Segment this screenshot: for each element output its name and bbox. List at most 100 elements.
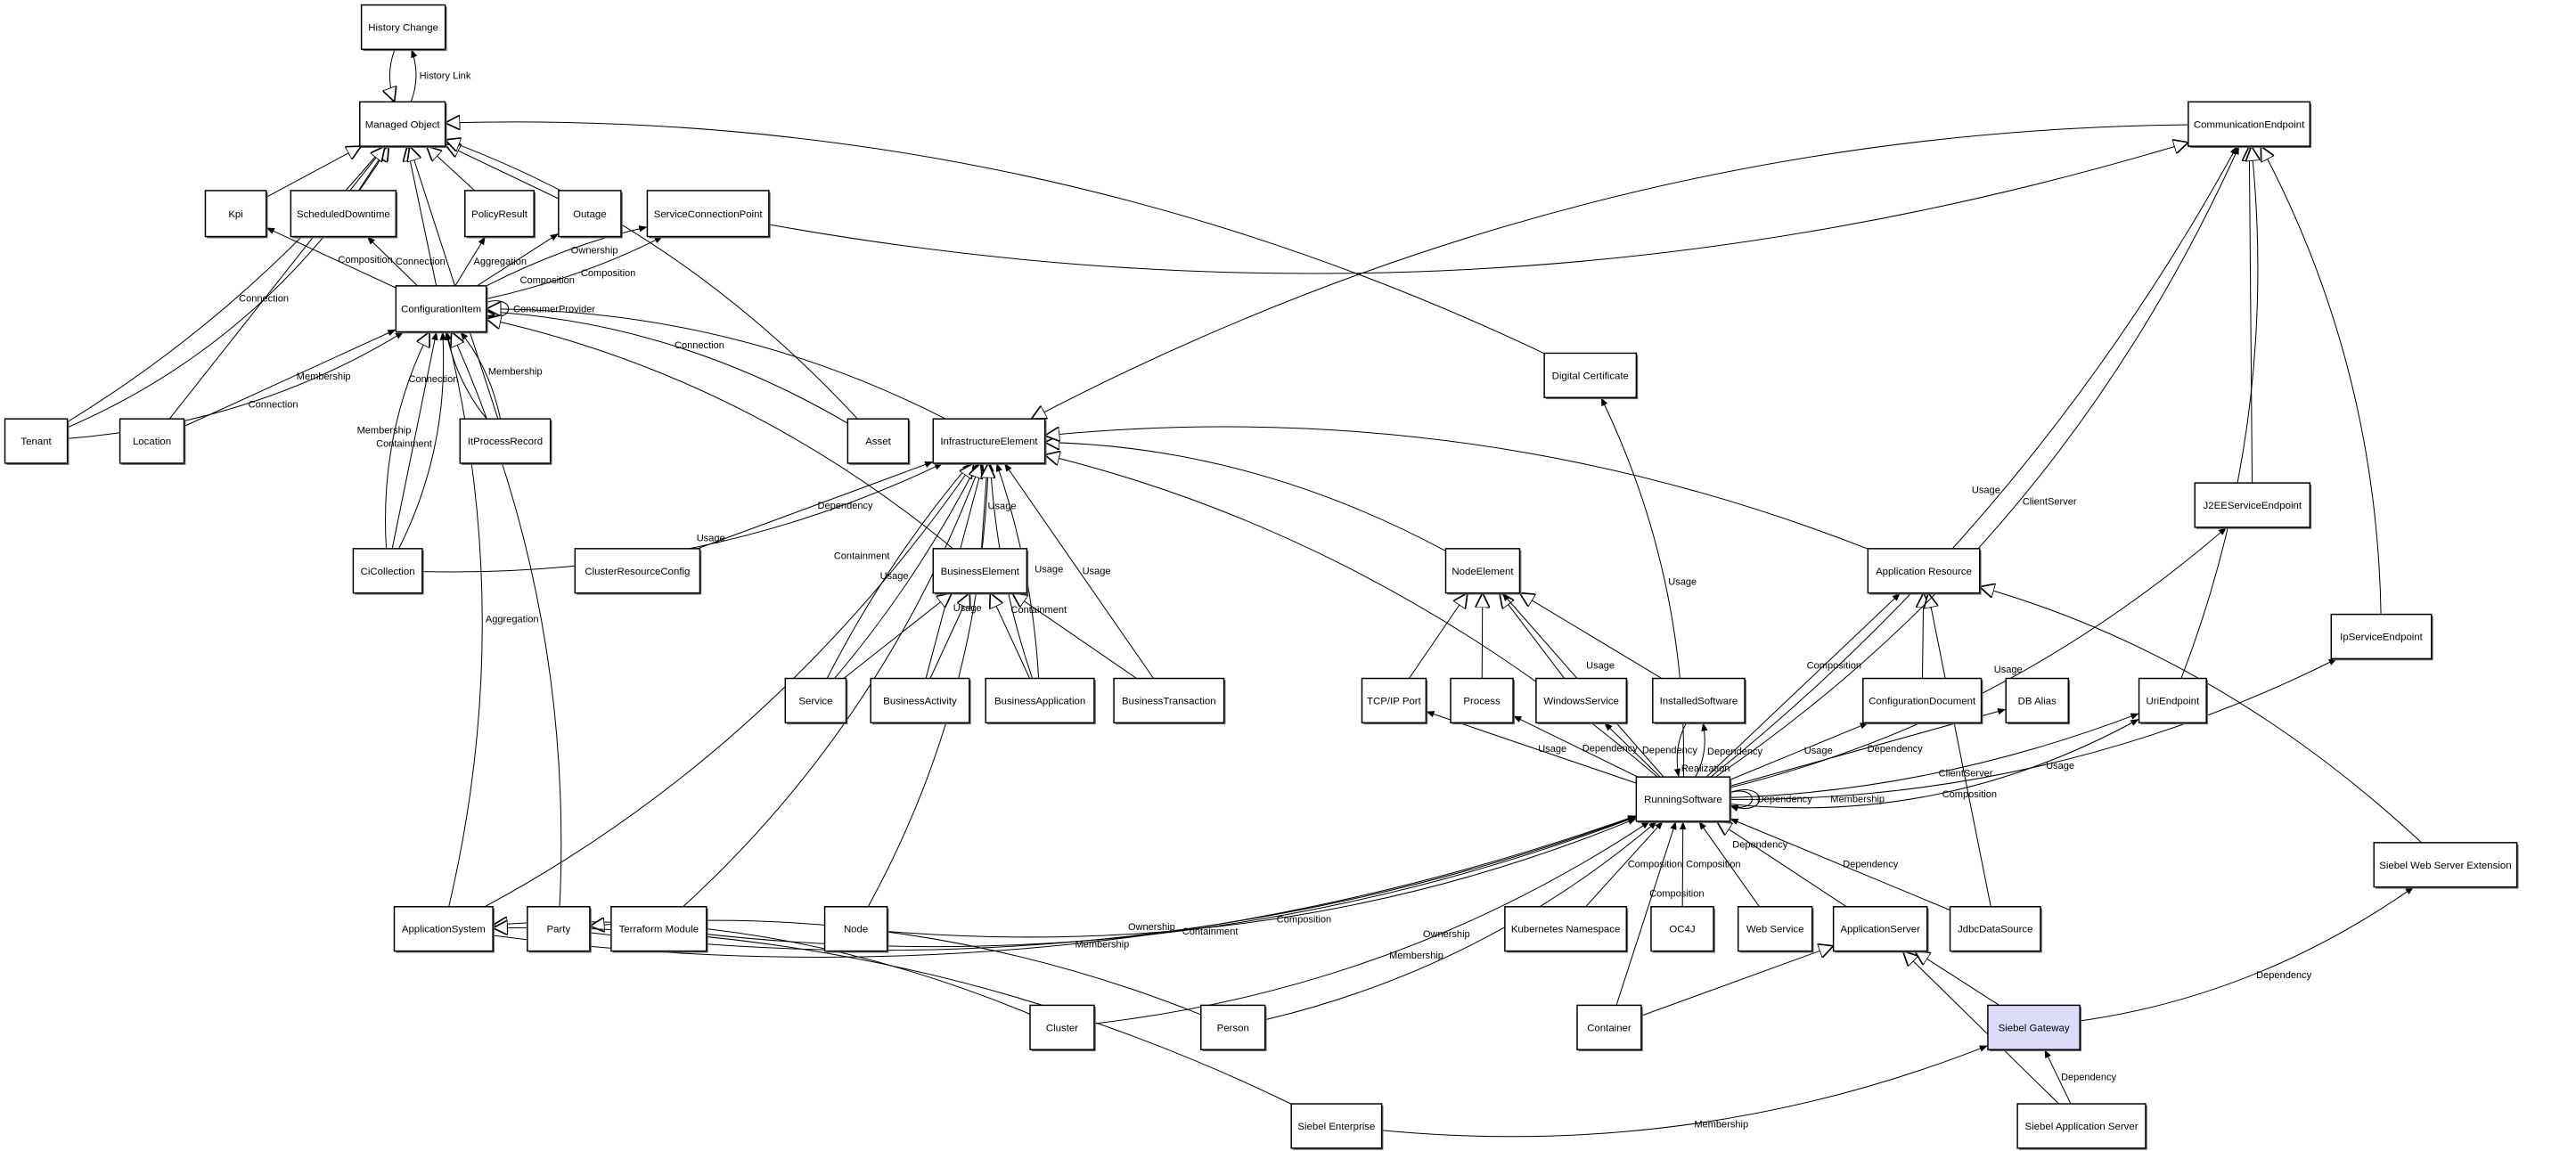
node-label: Location <box>133 437 171 447</box>
edge-generalization <box>1640 946 1834 1016</box>
class-node-ipserviceendpoint[interactable]: IpServiceEndpoint <box>2330 613 2433 661</box>
edge-label: Connection <box>396 257 446 267</box>
edge-history-link <box>410 49 418 102</box>
association-arrow <box>1615 820 1677 1006</box>
class-node-scheduleddowntime[interactable]: ScheduledDowntime <box>290 190 398 239</box>
class-node-node[interactable]: Node <box>823 906 889 953</box>
class-node-outage[interactable]: Outage <box>558 190 623 239</box>
class-node-jdbcdatasource[interactable]: JdbcDataSource <box>1949 906 2042 953</box>
edge-usage <box>1003 462 1154 679</box>
generalization-arrow <box>385 331 430 549</box>
class-node-j2eeserviceendpoint[interactable]: J2EEServiceEndpoint <box>2194 482 2312 529</box>
edge-dependency <box>697 461 934 550</box>
class-node-managed-object[interactable]: Managed Object <box>359 101 447 148</box>
generalization-arrow <box>1045 442 1446 551</box>
edge-clientserver <box>1715 145 2240 778</box>
edge-label: Composition <box>519 275 574 286</box>
class-node-siebel-application-server[interactable]: Siebel Application Server <box>2016 1103 2147 1150</box>
class-node-terraform-module[interactable]: Terraform Module <box>610 906 708 953</box>
node-label: CiCollection <box>361 567 415 577</box>
class-node-service[interactable]: Service <box>784 677 848 725</box>
node-box <box>1029 1004 1095 1050</box>
edge-label: Usage <box>2046 761 2074 771</box>
class-node-policyresult[interactable]: PolicyResult <box>464 190 536 239</box>
edge-generalization <box>266 146 362 198</box>
node-box <box>1290 1103 1383 1149</box>
class-node-history-change[interactable]: History Change <box>360 4 447 52</box>
class-node-web-service[interactable]: Web Service <box>1737 906 1814 953</box>
node-label: J2EEServiceEndpoint <box>2204 501 2302 511</box>
class-node-person[interactable]: Person <box>1200 1004 1267 1052</box>
node-box <box>610 906 707 952</box>
node-label: Siebel Web Server Extension <box>2379 861 2511 871</box>
edge-label: Membership <box>1389 951 1443 961</box>
class-node-windowsservice[interactable]: WindowsService <box>1535 677 1629 725</box>
edge-label: Containment <box>376 439 432 450</box>
class-node-siebel-gateway[interactable]: Siebel Gateway <box>1987 1004 2082 1052</box>
class-node-siebel-web-server-extension[interactable]: Siebel Web Server Extension <box>2373 842 2519 889</box>
class-node-applicationsystem[interactable]: ApplicationSystem <box>393 906 495 953</box>
class-node-clusterresourceconfig[interactable]: ClusterResourceConfig <box>574 548 702 595</box>
class-node-db-alias[interactable]: DB Alias <box>2005 677 2071 725</box>
class-node-configurationitem[interactable]: ConfigurationItem <box>395 285 488 334</box>
edge-composition <box>266 227 397 289</box>
class-node-party[interactable]: Party <box>527 906 592 953</box>
class-node-location[interactable]: Location <box>119 418 186 465</box>
generalization-arrow <box>1915 951 2000 1006</box>
class-node-serviceconnectionpoint[interactable]: ServiceConnectionPoint <box>646 190 771 239</box>
edge-generalization <box>1928 593 1991 907</box>
class-node-applicationserver[interactable]: ApplicationServer <box>1832 906 1929 953</box>
node-box <box>1650 906 1714 952</box>
edge-generalization <box>2180 146 2258 679</box>
class-node-infrastructureelement[interactable]: InfrastructureElement <box>932 418 1047 465</box>
class-node-installedsoftware[interactable]: InstalledSoftware <box>1652 677 1746 725</box>
class-node-uriendpoint[interactable]: UriEndpoint <box>2138 677 2208 725</box>
node-label: Asset <box>865 437 891 447</box>
node-box <box>2005 677 2070 724</box>
edge-label: Usage <box>1034 564 1063 575</box>
node-box <box>359 101 446 147</box>
generalization-arrow <box>1519 593 1663 679</box>
edge-label: Composition <box>1686 860 1740 870</box>
class-node-cicollection[interactable]: CiCollection <box>352 548 424 595</box>
class-node-kpi[interactable]: Kpi <box>204 190 268 239</box>
class-node-oc4j[interactable]: OC4J <box>1650 906 1715 953</box>
class-node-siebel-enterprise[interactable]: Siebel Enterprise <box>1290 1103 1384 1150</box>
class-node-tenant[interactable]: Tenant <box>4 418 70 465</box>
node-label: Process <box>1463 696 1501 706</box>
node-label: NodeElement <box>1452 567 1514 577</box>
class-node-application-resource[interactable]: Application Resource <box>1867 548 1982 595</box>
edge-generalization <box>484 463 974 908</box>
class-node-configurationdocument[interactable]: ConfigurationDocument <box>1862 677 1983 725</box>
generalization-arrow <box>1045 426 1869 550</box>
class-node-businessapplication[interactable]: BusinessApplication <box>985 677 1096 725</box>
edge-dependency <box>2080 886 2415 1022</box>
class-node-businesselement[interactable]: BusinessElement <box>932 548 1029 595</box>
edge-usage <box>1730 657 2338 800</box>
edge-label: Dependency <box>1582 743 1639 754</box>
edge-generalization <box>1519 593 1663 679</box>
class-node-digital-certificate[interactable]: Digital Certificate <box>1543 352 1639 400</box>
class-node-container[interactable]: Container <box>1576 1004 1643 1052</box>
node-label: Service <box>798 696 832 706</box>
class-node-tcp-ip-port[interactable]: TCP/IP Port <box>1361 677 1428 725</box>
edge-dependency <box>1603 722 1661 778</box>
generalization-arrow <box>768 143 2188 274</box>
class-node-cluster[interactable]: Cluster <box>1029 1004 1096 1052</box>
class-node-nodeelement[interactable]: NodeElement <box>1444 548 1522 595</box>
class-node-kubernetes-namespace[interactable]: Kubernetes Namespace <box>1504 906 1629 953</box>
class-node-businesstransaction[interactable]: BusinessTransaction <box>1113 677 1226 725</box>
association-arrow <box>486 308 848 424</box>
class-node-asset[interactable]: Asset <box>846 418 911 465</box>
class-node-businessactivity[interactable]: BusinessActivity <box>870 677 971 725</box>
edge-generalization <box>768 143 2188 274</box>
edge-usage <box>1730 527 2228 788</box>
class-node-itprocessrecord[interactable]: ItProcessRecord <box>459 418 552 465</box>
class-node-communicationendpoint[interactable]: CommunicationEndpoint <box>2188 101 2312 148</box>
edge-composition <box>1585 820 1664 908</box>
association-arrow <box>454 236 487 287</box>
edge-generalization <box>683 463 981 908</box>
class-node-process[interactable]: Process <box>1450 677 1515 725</box>
class-node-runningsoftware[interactable]: RunningSoftware <box>1635 776 1732 823</box>
